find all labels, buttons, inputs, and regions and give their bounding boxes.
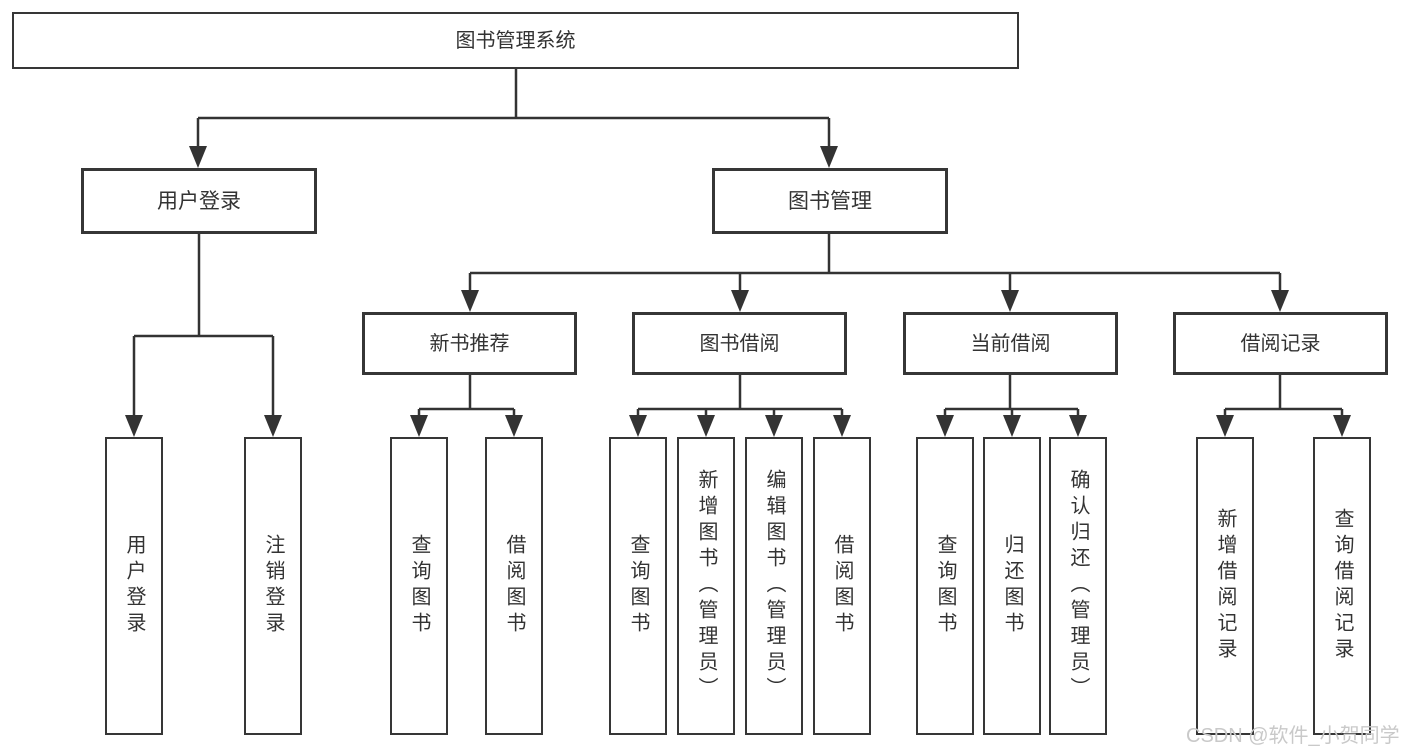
- leaf-borrow-books: 借阅图书: [813, 437, 871, 735]
- node-user-login: 用户登录: [81, 168, 317, 234]
- leaf-query-books-recommend: 查询图书: [390, 437, 448, 735]
- node-book-management: 图书管理: [712, 168, 948, 234]
- node-borrow-records: 借阅记录: [1173, 312, 1388, 375]
- node-new-book-recommend: 新书推荐: [362, 312, 577, 375]
- leaf-user-login: 用户登录: [105, 437, 163, 735]
- leaf-confirm-return-admin: 确认归还（管理员）: [1049, 437, 1107, 735]
- leaf-return-book: 归还图书: [983, 437, 1041, 735]
- leaf-query-books-current: 查询图书: [916, 437, 974, 735]
- node-book-borrow: 图书借阅: [632, 312, 847, 375]
- leaf-edit-book-admin: 编辑图书（管理员）: [745, 437, 803, 735]
- leaf-add-book-admin: 新增图书（管理员）: [677, 437, 735, 735]
- csdn-watermark: CSDN @软件_小贺同学: [1186, 725, 1400, 747]
- node-current-borrow: 当前借阅: [903, 312, 1118, 375]
- leaf-logout: 注销登录: [244, 437, 302, 735]
- leaf-add-borrow-record: 新增借阅记录: [1196, 437, 1254, 735]
- leaf-query-books-borrow: 查询图书: [609, 437, 667, 735]
- arrowheads: [125, 146, 1351, 437]
- leaf-query-borrow-record: 查询借阅记录: [1313, 437, 1371, 735]
- leaf-borrow-books-recommend: 借阅图书: [485, 437, 543, 735]
- node-root-system: 图书管理系统: [12, 12, 1019, 69]
